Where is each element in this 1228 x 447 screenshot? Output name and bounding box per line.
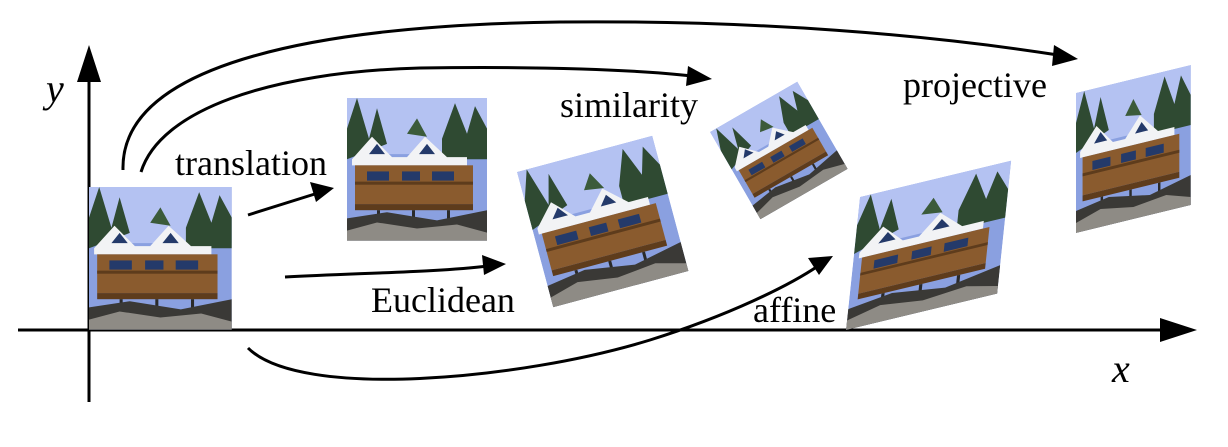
euclidean-arrowhead (482, 255, 506, 275)
x-axis-arrowhead (1160, 318, 1197, 342)
similarity-arrowhead (686, 66, 712, 86)
translation-image (347, 98, 487, 241)
affine-arrowhead (808, 256, 833, 275)
translation-arrow (247, 191, 319, 217)
y-axis-arrowhead (77, 45, 101, 82)
y-axis-label: y (42, 66, 64, 111)
affine-arrow (246, 264, 819, 381)
label-euclidean: Euclidean (371, 280, 515, 320)
euclidean-arrow (284, 264, 489, 279)
label-similarity: similarity (560, 85, 698, 125)
arrows (121, 20, 1078, 381)
transform-labels: translation Euclidean similarity affine … (175, 65, 1047, 330)
label-translation: translation (175, 143, 327, 183)
x-axis-label: x (1111, 346, 1130, 391)
projective-arrowhead (1052, 45, 1078, 66)
original-image (89, 187, 232, 330)
euclidean-image (517, 135, 689, 308)
translation-arrowhead (310, 182, 334, 202)
similarity-arrow (139, 65, 693, 173)
projective-image (1076, 65, 1191, 233)
projective-arrow (121, 20, 1059, 171)
label-affine: affine (753, 290, 836, 330)
similarity-image (710, 81, 848, 220)
affine-image (846, 160, 1012, 330)
label-projective: projective (903, 65, 1047, 105)
